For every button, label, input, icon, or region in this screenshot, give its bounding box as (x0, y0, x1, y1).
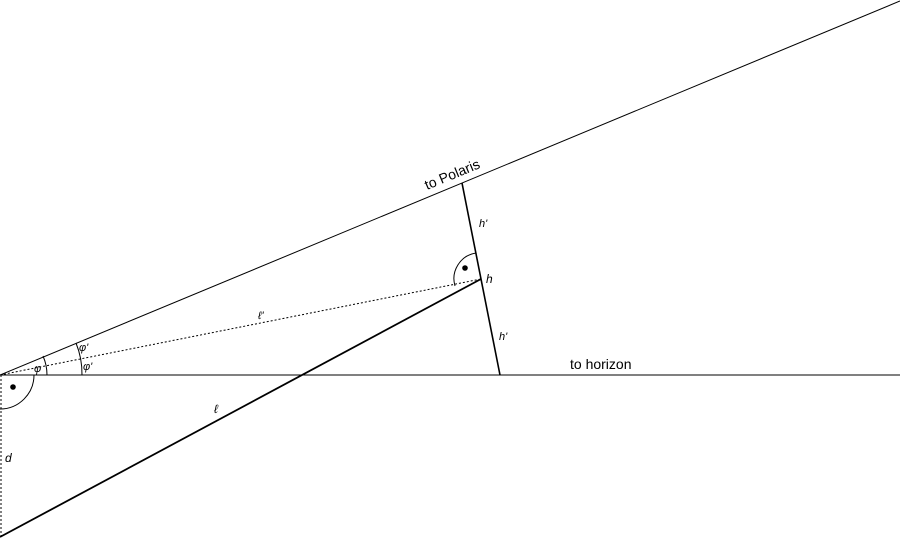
phi-prime-angle-arc (75, 342, 83, 376)
ell-label: ℓ (214, 402, 219, 416)
h-prime-upper-label: h' (479, 218, 488, 230)
to-horizon-label: to horizon (570, 356, 631, 372)
right-angle-dot-left (10, 384, 16, 390)
h-label: h (486, 272, 493, 286)
polaris-sight-line (0, 0, 900, 376)
ell-line (0, 278, 482, 538)
right-angle-arc-top (453, 252, 477, 287)
ell-prime-dotted-line (0, 278, 482, 376)
phi-label: φ (34, 363, 41, 375)
ell-prime-label: ℓ' (257, 310, 265, 322)
h-prime-lower-label: h' (499, 331, 508, 343)
d-label: d (5, 451, 12, 465)
phi-prime-upper-label: φ' (79, 342, 89, 354)
right-angle-dot-top (462, 265, 468, 271)
phi-angle-arc (42, 355, 48, 376)
phi-prime-lower-label: φ' (83, 361, 93, 373)
right-angle-arc-left (0, 374, 35, 410)
